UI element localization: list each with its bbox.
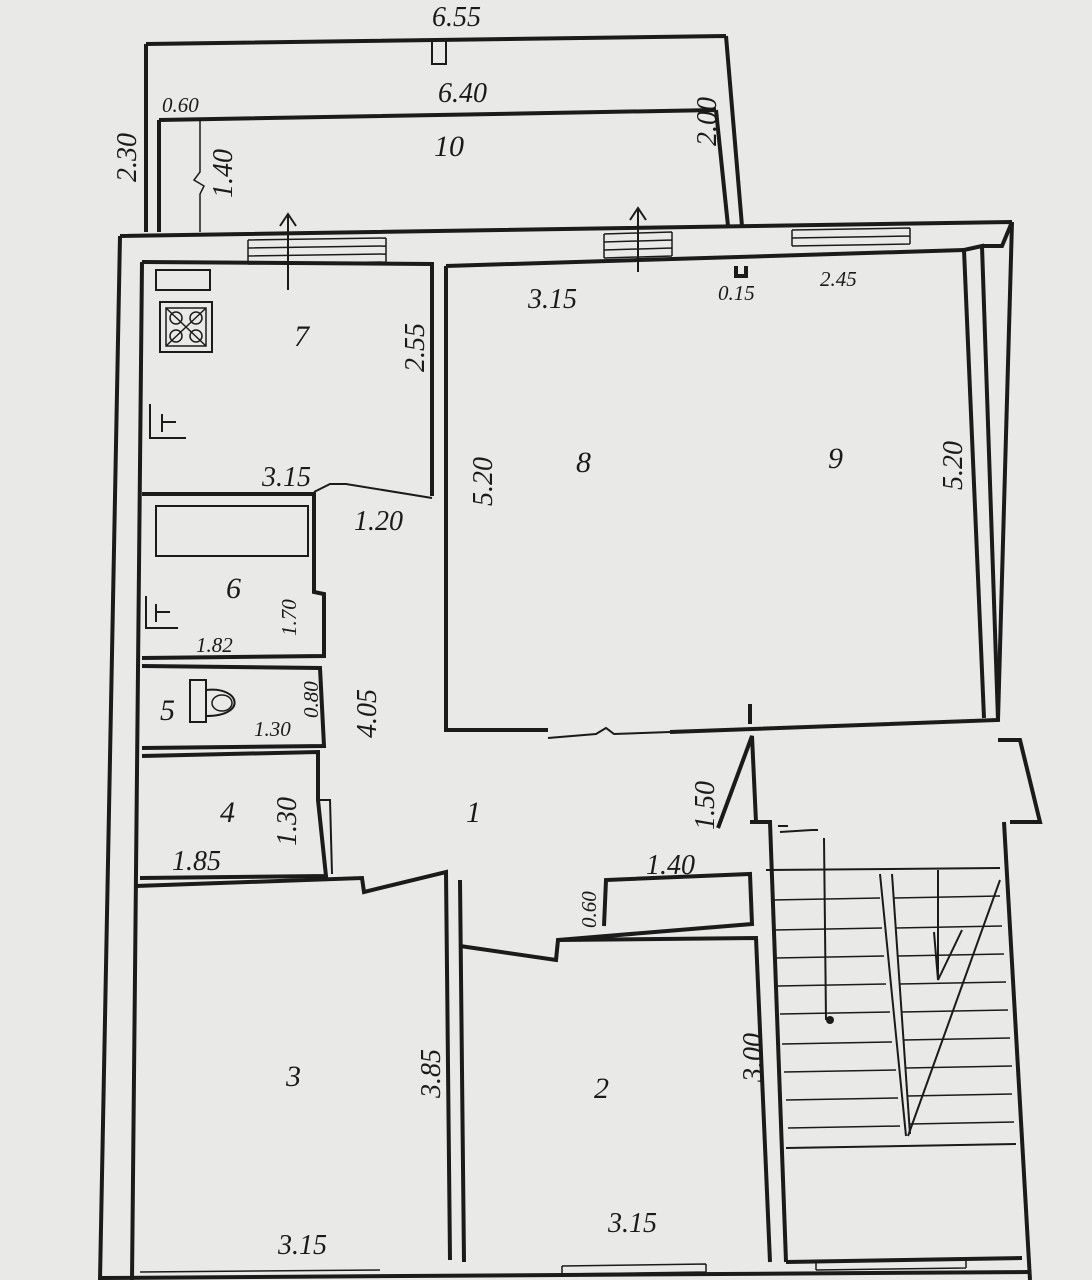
- dim-kitchen-depth: 2.55: [400, 323, 431, 372]
- right-outer-upper: [996, 221, 1014, 721]
- dim-room8-depth: 5.20: [468, 457, 499, 506]
- bath-sink-icon: [145, 596, 178, 629]
- dim-hall-length: 4.05: [352, 689, 383, 738]
- stair-treads-left: [771, 897, 901, 1129]
- wc-walls: [141, 664, 327, 750]
- window-room3: [139, 1269, 381, 1273]
- arrow-up-icon: [629, 206, 647, 272]
- storage-door: [318, 799, 333, 875]
- staircase: [765, 825, 1017, 1149]
- room-label-10: 10: [434, 130, 464, 163]
- stair-center-wall: [891, 873, 911, 1135]
- kitchen-walls: [141, 260, 434, 496]
- dim-bath-depth: 1.70: [277, 599, 301, 636]
- room3-right-wall: [458, 879, 466, 1263]
- dim-wc-depth: 0.80: [299, 681, 323, 718]
- dim-store-width: 1.85: [172, 846, 221, 877]
- room-label-9: 9: [828, 442, 843, 475]
- room-label-8: 8: [576, 446, 591, 479]
- stair-divider: [750, 820, 788, 1263]
- dim-bath-width: 1.82: [196, 633, 233, 657]
- room9-pillar: [734, 266, 752, 724]
- room8-door: [547, 726, 671, 739]
- dim-room8-width: 3.15: [527, 284, 577, 315]
- room9-walls: [669, 243, 1001, 734]
- room-label-6: 6: [226, 572, 241, 605]
- dim-balcony-inner-width: 6.40: [438, 78, 487, 109]
- window-stairs: [815, 1259, 967, 1271]
- stair-bottom-landing: [785, 1143, 1017, 1149]
- window-kitchen: [247, 237, 387, 265]
- exterior-bottom: [99, 1270, 1031, 1280]
- stair-center-wall: [879, 873, 907, 1137]
- room3-walls: [135, 869, 452, 1261]
- dim-wc-width: 1.30: [254, 717, 291, 741]
- room-labels: 1 2 3 4 5 6 7 8 9 10: [160, 130, 843, 1105]
- bath-walls: [141, 492, 326, 660]
- dim-room2-width: 3.15: [607, 1208, 657, 1239]
- room-label-4: 4: [220, 796, 235, 829]
- stair-top-landing: [765, 829, 1001, 871]
- bathtub: [155, 505, 309, 557]
- room8-walls: [444, 248, 965, 732]
- balcony-nook-line: [192, 120, 205, 232]
- balcony-door-arrows: [279, 206, 647, 290]
- stair-start-dot: [826, 1016, 834, 1024]
- dim-balcony-outer-width: 6.55: [432, 2, 481, 33]
- dim-store-depth: 1.30: [272, 797, 303, 846]
- balcony-post: [431, 39, 447, 65]
- fixtures: [145, 269, 236, 723]
- dim-room3-depth: 3.85: [416, 1049, 447, 1099]
- dim-entry-depth: 1.50: [690, 781, 721, 830]
- stair-direction-line: [823, 837, 827, 1021]
- right-outer-lower: [1002, 821, 1032, 1280]
- dim-closet-depth: 0.60: [577, 891, 601, 928]
- room-label-1: 1: [466, 796, 481, 829]
- dim-room9-depth: 5.20: [938, 441, 969, 490]
- dim-room3-width: 3.15: [277, 1230, 327, 1261]
- windows: [139, 227, 967, 1275]
- dim-room9-width: 2.45: [820, 267, 857, 291]
- dim-corridor-top-width: 1.20: [354, 506, 403, 537]
- room-label-2: 2: [594, 1072, 609, 1105]
- closet-walls: [557, 871, 755, 942]
- exterior-outer: [98, 220, 1014, 1280]
- dim-balcony-right-depth: 2.00: [692, 97, 723, 146]
- stove-icon: [159, 301, 213, 353]
- kitchen-sink-icon: [149, 404, 186, 439]
- window-room9: [791, 227, 911, 247]
- left-inner-wall: [130, 261, 144, 1280]
- stair-entry-left: [716, 735, 758, 829]
- dim-closet-width: 1.40: [646, 850, 695, 881]
- dim-room2-depth: 3.00: [738, 1033, 769, 1083]
- arrow-up-icon: [279, 212, 297, 290]
- dim-balcony-nook-width: 0.60: [162, 93, 199, 117]
- dim-balcony-left-depth: 2.30: [112, 133, 143, 182]
- dimension-labels: 6.55 6.40 2.30 2.00 0.60 1.40 2.55 3.15 …: [112, 2, 969, 1261]
- dim-balcony-nook-depth: 1.40: [208, 149, 239, 198]
- kitchen-vent: [155, 269, 211, 291]
- toilet-icon: [189, 679, 236, 723]
- stair-break-line: [907, 879, 1001, 1137]
- dim-kitchen-width: 3.15: [261, 462, 311, 493]
- window-room2: [561, 1263, 707, 1275]
- room-label-3: 3: [285, 1060, 301, 1093]
- room-label-7: 7: [294, 320, 311, 353]
- stair-entry-right: [998, 738, 1043, 824]
- bath-door: [313, 483, 433, 499]
- stair-down-arrow-icon: [933, 870, 963, 981]
- walls: [98, 34, 1043, 1280]
- room-label-5: 5: [160, 694, 175, 727]
- dim-pillar-width: 0.15: [718, 281, 755, 305]
